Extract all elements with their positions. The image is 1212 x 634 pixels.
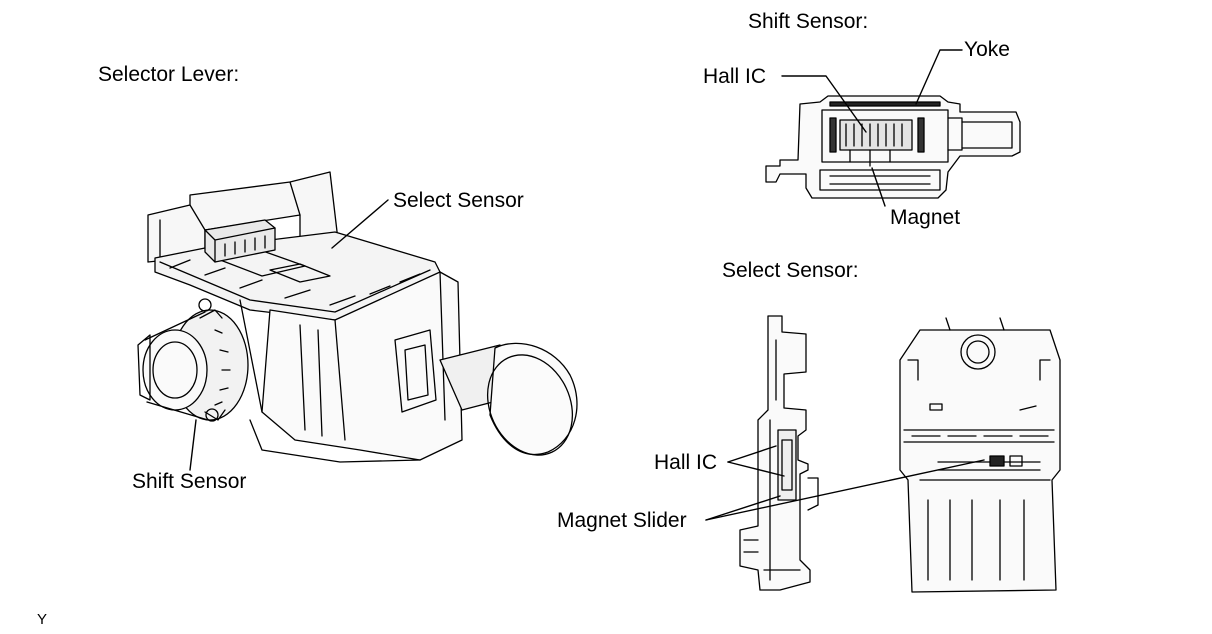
leader-lines-selector-lever — [189, 199, 389, 471]
selector-lever-assembly — [137, 171, 578, 463]
callout-lever-select-sensor: Select Sensor — [393, 189, 524, 212]
callout-select-hall-ic: Hall IC — [654, 451, 718, 474]
leader-lines-shift-sensor — [781, 49, 963, 207]
heading-select-sensor: Select Sensor: — [722, 259, 859, 282]
figure-code: Y — [37, 611, 48, 628]
shift-sensor-detail — [765, 95, 1021, 199]
callout-shift-magnet: Magnet — [890, 206, 961, 229]
heading-selector-lever: Selector Lever: — [98, 63, 240, 86]
callout-shift-yoke: Yoke — [964, 38, 1010, 61]
callout-lever-shift-sensor: Shift Sensor — [132, 470, 247, 493]
select-sensor-front-view — [899, 317, 1061, 593]
heading-shift-sensor: Shift Sensor: — [748, 10, 869, 33]
callout-select-magnet-slider: Magnet Slider — [557, 509, 687, 532]
select-sensor-side-view — [739, 315, 819, 591]
leader-lines-select-sensor — [705, 445, 985, 521]
callout-shift-hall-ic: Hall IC — [703, 65, 767, 88]
